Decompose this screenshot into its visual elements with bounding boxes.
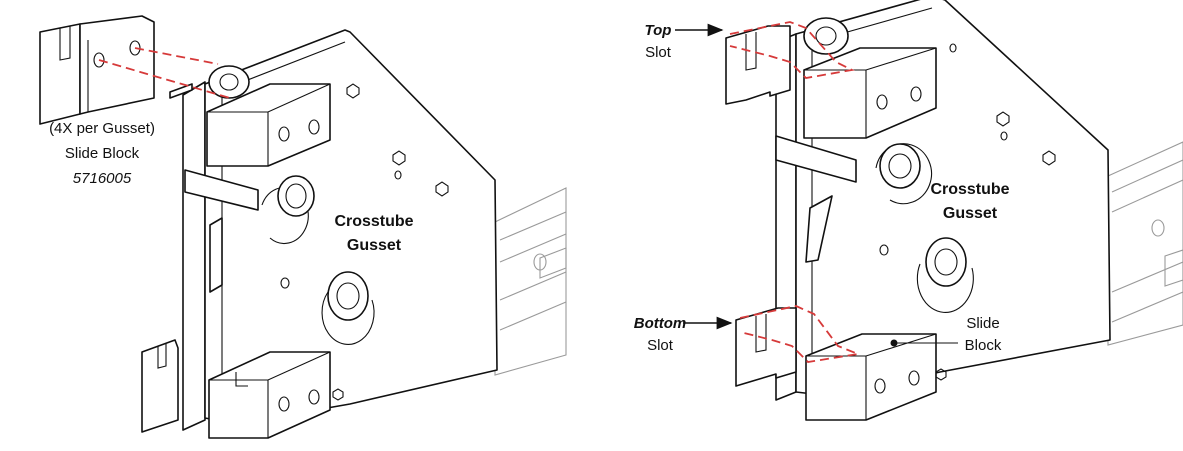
left-rail bbox=[494, 187, 567, 376]
slide-block-label-2: Block bbox=[965, 337, 1002, 354]
left-lower-hub bbox=[321, 271, 375, 345]
right-top-slide-block bbox=[803, 47, 937, 139]
part-number-label: 5716005 bbox=[73, 170, 132, 187]
slide-block-label-1: Slide bbox=[966, 315, 999, 332]
right-gusset-label-line1: Crosstube bbox=[930, 181, 1009, 198]
right-upper-hub bbox=[875, 143, 933, 205]
right-bolts bbox=[879, 43, 1056, 256]
slide-block-label: Slide Block bbox=[65, 145, 140, 162]
top-slot-label-1: Top bbox=[645, 22, 672, 39]
left-bottom-rear-block bbox=[141, 339, 179, 433]
left-bolts bbox=[280, 83, 449, 289]
left-explode-line-1 bbox=[98, 59, 231, 99]
top-slot-label-2: Slot bbox=[645, 44, 672, 61]
left-top-slide-block bbox=[206, 83, 331, 167]
top-slot-outline bbox=[729, 21, 855, 79]
right-bottom-slide-block bbox=[805, 333, 937, 421]
left-rear-plate bbox=[182, 81, 206, 431]
right-rail bbox=[1107, 141, 1183, 346]
right-bottom-rear-block bbox=[735, 307, 797, 387]
gusset-label-line1: Crosstube bbox=[334, 213, 413, 230]
right-top-rear-block bbox=[725, 25, 791, 105]
right-lower-hub bbox=[916, 237, 974, 313]
left-pin bbox=[169, 83, 193, 99]
bottom-slot-label-1: Bottom bbox=[634, 315, 687, 332]
right-view: Top Slot Bottom Slot Slide Block Crosstu… bbox=[634, 0, 1183, 421]
right-bracket bbox=[775, 135, 857, 263]
bottom-slot-outline bbox=[739, 305, 862, 363]
left-upper-hub bbox=[261, 175, 315, 245]
bottom-slot-label-2: Slot bbox=[647, 337, 674, 354]
left-explode-line-2 bbox=[134, 47, 219, 65]
right-top-roller bbox=[803, 17, 849, 55]
left-bottom-slide-block bbox=[208, 351, 331, 439]
left-bracket bbox=[184, 169, 259, 293]
quantity-label: (4X per Gusset) bbox=[49, 120, 155, 137]
left-exploded-slide-block bbox=[39, 15, 155, 125]
right-gusset-label-line2: Gusset bbox=[943, 205, 998, 222]
gusset-label-line2: Gusset bbox=[347, 237, 402, 254]
left-view: (4X per Gusset) Slide Block 5716005 Cros… bbox=[39, 15, 567, 439]
left-top-roller bbox=[208, 65, 250, 99]
